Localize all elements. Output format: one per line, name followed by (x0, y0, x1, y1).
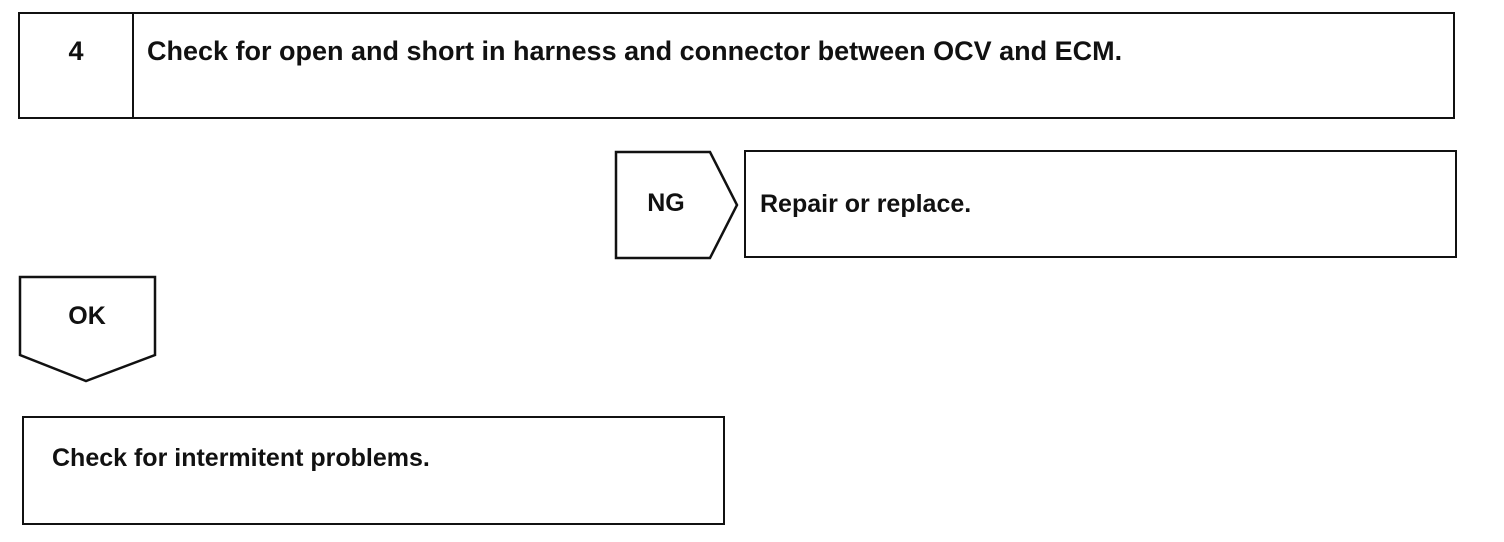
step-title: Check for open and short in harness and … (147, 36, 1123, 66)
ng-result-box: Repair or replace. (744, 150, 1457, 258)
ok-result-text: Check for intermitent problems. (52, 444, 430, 472)
ok-label: OK (68, 302, 106, 330)
ng-arrow-shape (614, 150, 739, 260)
ng-label: NG (647, 189, 685, 217)
ng-result-text: Repair or replace. (760, 190, 972, 218)
ok-arrow-shape (18, 275, 157, 383)
step-box: 4 Check for open and short in harness an… (18, 12, 1455, 119)
step-number: 4 (68, 36, 84, 66)
step-divider (132, 14, 134, 117)
ok-result-box: Check for intermitent problems. (22, 416, 725, 525)
